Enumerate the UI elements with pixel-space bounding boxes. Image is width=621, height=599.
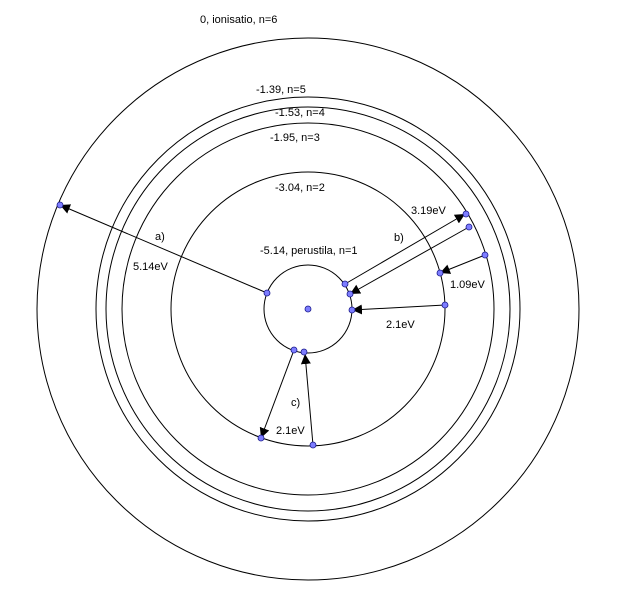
transition-c-up-arrow — [300, 353, 314, 446]
transition-a-arrow — [59, 204, 268, 294]
point-n4-b — [465, 223, 473, 231]
transition-109-energy: 1.09eV — [450, 279, 486, 291]
point-n2-21 — [441, 301, 449, 309]
point-n1-21 — [348, 306, 356, 314]
level-label-n6: 0, ionisatio, n=6 — [200, 14, 277, 26]
transition-c-tag: c) — [291, 397, 300, 409]
point-n1-c-end — [300, 348, 308, 356]
transition-a-energy: 5.14eV — [133, 261, 169, 273]
orbit-n2 — [170, 171, 446, 447]
point-n2-c-end — [257, 434, 265, 442]
level-label-n4: -1.53, n=4 — [275, 107, 325, 119]
transition-b-tag: b) — [394, 232, 404, 244]
level-label-n3: -1.95, n=3 — [270, 132, 320, 144]
point-n3-b — [462, 210, 470, 218]
point-n1-b2 — [346, 290, 354, 298]
transition-b-arrow — [344, 213, 466, 285]
orbit-n3 — [121, 122, 495, 496]
point-n1-b — [341, 280, 349, 288]
transition-21-arrow — [351, 304, 446, 315]
transition-b-energy: 3.19eV — [411, 205, 447, 217]
transition-109-arrow — [439, 254, 486, 274]
point-n5-109 — [481, 251, 489, 259]
transition-c-energy: 2.1eV — [276, 425, 305, 437]
level-label-n5: -1.39, n=5 — [256, 84, 306, 96]
point-n3-109 — [436, 269, 444, 277]
level-label-n2: -3.04, n=2 — [275, 182, 325, 194]
transition-21-energy: 2.1eV — [386, 319, 415, 331]
transition-a-tag: a) — [155, 231, 165, 243]
orbit-n6 — [36, 37, 580, 581]
orbit-n5 — [95, 96, 521, 522]
point-n6-a — [56, 201, 64, 209]
point-n1-a — [263, 289, 271, 297]
transition-c-down-arrow — [259, 349, 295, 439]
orbit-n4 — [105, 106, 511, 512]
transition-b2-arrow — [349, 226, 470, 295]
point-n1-c-start — [290, 346, 298, 354]
nucleus-point — [304, 305, 312, 313]
level-label-n1: -5.14, perustila, n=1 — [260, 245, 358, 257]
point-n2-c-start — [309, 441, 317, 449]
